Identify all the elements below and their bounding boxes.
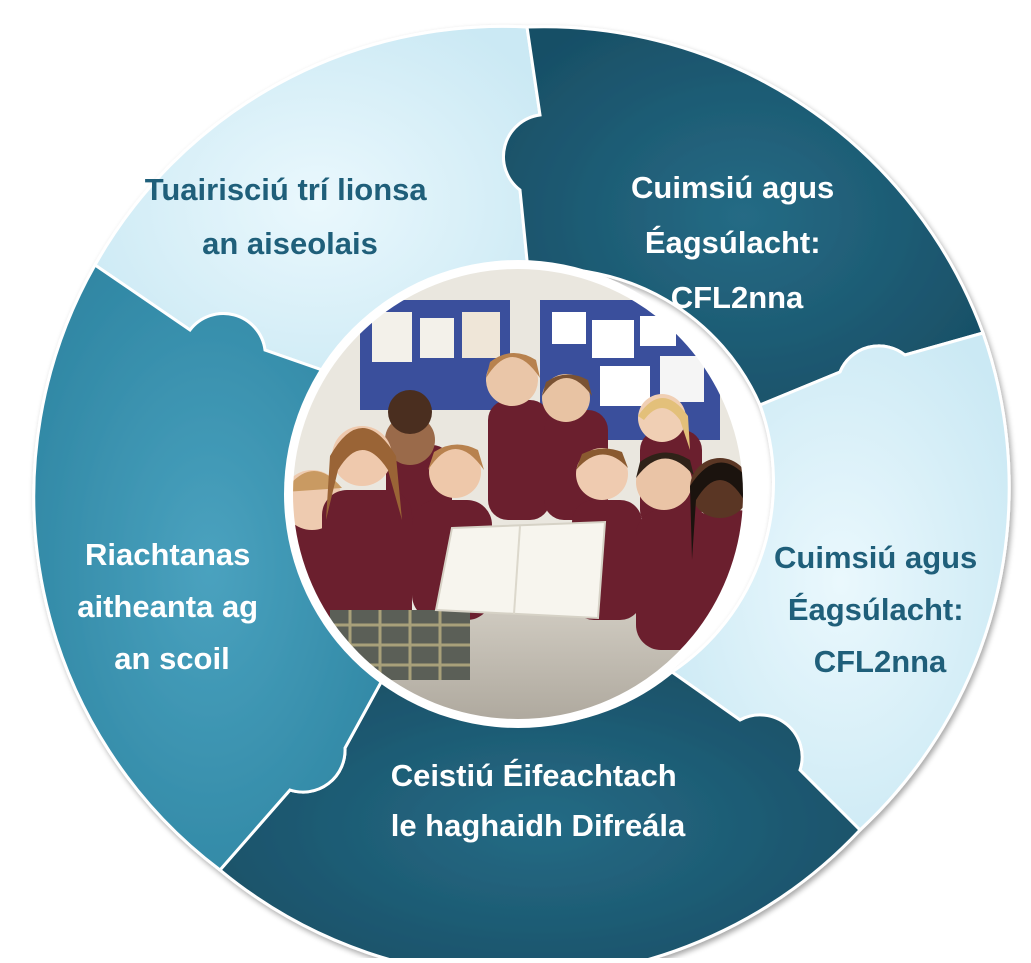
- label-right: Cuimsiú agus Éagsúlacht: CFL2nna: [774, 540, 986, 679]
- photo-border: [287, 263, 749, 725]
- label-right-line-1: Cuimsiú agus: [774, 540, 977, 575]
- label-top-right: Cuimsiú agus Éagsúlacht: CFL2nna: [631, 170, 843, 315]
- label-right-line-3: CFL2nna: [814, 644, 947, 679]
- label-left-line-2: aitheanta ag: [77, 589, 258, 624]
- label-bottom: Ceistiú Éifeachtach le haghaidh Difreála: [391, 758, 686, 843]
- label-top-right-line-3: CFL2nna: [671, 280, 804, 315]
- label-left: Riachtanas aitheanta ag an scoil: [77, 537, 267, 676]
- label-bottom-line-1: Ceistiú Éifeachtach: [391, 758, 677, 793]
- label-top-left: Tuairisciú trí lionsa an aiseolais: [145, 172, 436, 261]
- label-right-line-2: Éagsúlacht:: [788, 592, 964, 627]
- label-top-right-line-1: Cuimsiú agus: [631, 170, 834, 205]
- segment-left: [32, 262, 387, 873]
- label-bottom-line-2: le haghaidh Difreála: [391, 808, 686, 843]
- label-top-left-line-2: an aiseolais: [202, 226, 378, 261]
- label-top-right-line-2: Éagsúlacht:: [645, 225, 821, 260]
- label-left-line-3: an scoil: [114, 641, 229, 676]
- label-top-left-line-1: Tuairisciú trí lionsa: [145, 172, 428, 207]
- label-left-line-1: Riachtanas: [85, 537, 250, 572]
- labels: Tuairisciú trí lionsa an aiseolais Cuims…: [77, 170, 986, 843]
- paper-sheet: [434, 520, 607, 620]
- students-front: [290, 426, 746, 680]
